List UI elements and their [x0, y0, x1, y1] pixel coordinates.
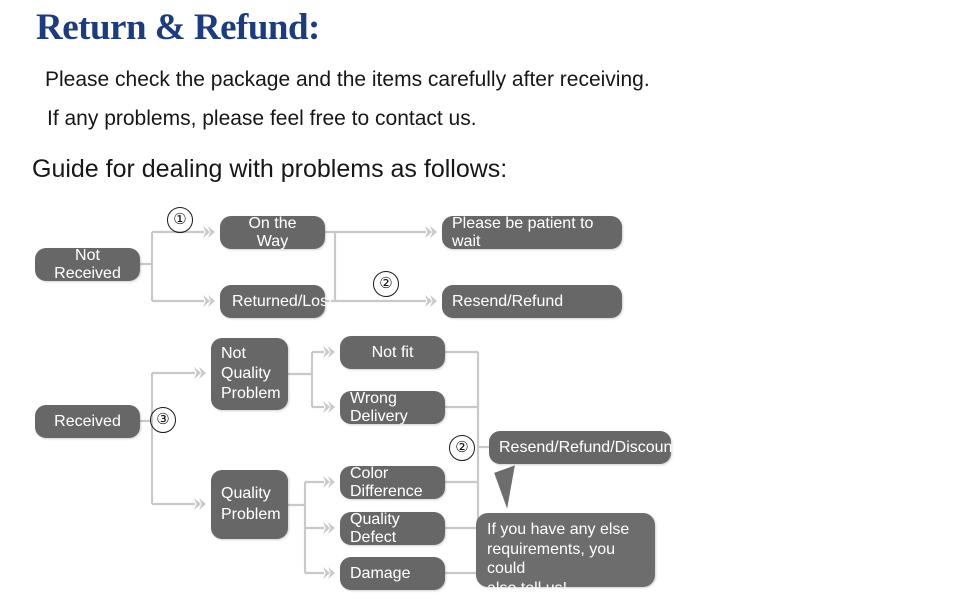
- node-damage[interactable]: Damage: [340, 557, 445, 590]
- node-color-difference[interactable]: Color Difference: [340, 465, 445, 500]
- node-label: Damage: [350, 564, 411, 582]
- node-not-fit[interactable]: Not fit: [340, 336, 445, 369]
- step-number-2-top: ②: [373, 271, 399, 297]
- node-not-received[interactable]: Not Received: [35, 247, 140, 282]
- intro-line-2: If any problems, please feel free to con…: [47, 107, 477, 130]
- node-label: Received: [54, 412, 121, 430]
- node-label: Resend/Refund: [452, 292, 564, 310]
- node-label: On the Way: [248, 215, 297, 250]
- step-number-3: ③: [150, 407, 176, 433]
- node-on-the-way[interactable]: On the Way: [220, 215, 325, 250]
- speech-bubble-text: If you have any else requirements, you c…: [487, 521, 630, 597]
- node-label: Quality Defect: [350, 511, 400, 546]
- node-label: Color Difference: [350, 465, 423, 500]
- node-resend-refund-discount[interactable]: Resend/Refund/Discount: [489, 431, 677, 464]
- step-label: ②: [379, 275, 393, 292]
- guide-heading: Guide for dealing with problems as follo…: [32, 155, 508, 183]
- intro-line-1: Please check the package and the items c…: [45, 68, 650, 91]
- node-label: Not fit: [371, 343, 414, 361]
- node-label: Resend/Refund/Discount: [499, 438, 677, 456]
- node-label: Please be patient to wait: [452, 215, 594, 250]
- step-label: ③: [156, 411, 170, 428]
- speech-bubble: If you have any else requirements, you c…: [476, 513, 655, 597]
- node-wrong-delivery[interactable]: Wrong Delivery: [340, 390, 445, 425]
- step-number-2-bottom: ②: [449, 435, 475, 461]
- node-please-be-patient[interactable]: Please be patient to wait: [442, 215, 622, 250]
- node-label: Not Quality Problem: [221, 344, 281, 403]
- node-received[interactable]: Received: [35, 405, 140, 438]
- step-label: ②: [455, 439, 469, 456]
- page-title: Return & Refund:: [36, 7, 320, 48]
- step-number-1: ①: [167, 207, 193, 233]
- node-quality-problem[interactable]: Quality Problem: [211, 470, 288, 539]
- node-not-quality-problem[interactable]: Not Quality Problem: [211, 338, 288, 410]
- node-label: Wrong Delivery: [350, 390, 408, 425]
- node-label: Quality Problem: [221, 485, 281, 523]
- step-label: ①: [173, 211, 187, 228]
- node-label: Not Received: [54, 247, 121, 282]
- node-label: Returned/Lost: [232, 292, 333, 310]
- node-resend-refund[interactable]: Resend/Refund: [442, 285, 622, 318]
- node-returned-lost[interactable]: Returned/Lost: [220, 285, 333, 318]
- node-quality-defect[interactable]: Quality Defect: [340, 511, 445, 546]
